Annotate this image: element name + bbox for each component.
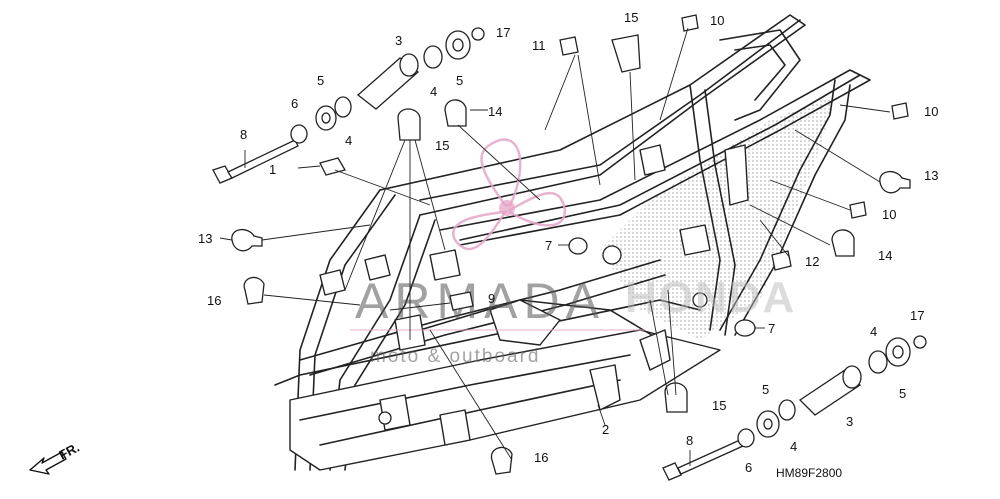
cable-guide-left [397,108,421,141]
callout-5-b: 5 [456,73,463,88]
callout-15-lower: 15 [712,398,726,413]
frame-plug-upper [568,237,588,255]
callout-4-d: 4 [870,324,877,339]
callout-10-top: 10 [710,13,724,28]
callout-16-lower: 16 [534,450,548,465]
callout-15-left: 15 [435,138,449,153]
watermark-propeller-icon [452,138,567,251]
callout-2: 2 [602,422,609,437]
band-clamp-left [231,229,263,252]
callout-11: 11 [532,38,546,53]
watermark-honda: HONDA [625,273,796,322]
bolt-lower [662,462,682,481]
watermark: ARMADA moto & outboard HONDA [350,138,796,367]
lower-right-bushing-assembly [662,335,927,481]
callout-5-c: 5 [762,382,769,397]
callout-16-upper: 16 [207,293,221,308]
bearing-upper-left [334,96,352,118]
cable-clamp-upper [444,99,467,127]
callout-4-b: 4 [430,84,437,99]
clip-12 [771,250,792,271]
callout-6-upper: 6 [291,96,298,111]
callout-10-right: 10 [924,104,938,119]
main-frame [274,14,871,471]
bearing-upper-right [423,45,443,69]
callout-7-lower: 7 [768,321,775,336]
clip-10-top [681,14,699,32]
front-direction-indicator: FR. [29,440,82,475]
front-arrow-icon [29,451,67,475]
callout-15-top: 15 [624,10,638,25]
callout-3-upper: 3 [395,33,402,48]
callout-4-a: 4 [345,133,352,148]
watermark-brand: ARMADA [355,273,605,329]
callout-7-upper: 7 [545,238,552,253]
cap-nut-lower [913,335,927,349]
cable-guide-lower [664,382,688,413]
clip-9 [449,291,474,311]
callout-17-lower: 17 [910,308,924,323]
callout-numbers: 1 2 3 3 4 4 4 4 5 5 5 5 6 6 7 7 8 8 9 10… [198,10,938,475]
bearing-lower-right [868,350,888,374]
clip-1 [319,157,346,176]
callout-6-lower: 6 [745,460,752,475]
cap-nut-upper [471,27,485,41]
callout-1: 1 [269,162,276,177]
frame-shaded-panel [600,95,835,340]
clip-10-right [891,102,909,120]
upper-left-bushing-assembly [212,27,485,184]
callout-3-lower: 3 [846,414,853,429]
clip-10-mid [849,201,867,219]
callout-12: 12 [805,254,819,269]
callout-9: 9 [488,291,495,306]
collar-lower [737,428,755,448]
cable-clamp-right [831,229,855,257]
callout-13-left: 13 [198,231,212,246]
frame-plug-lower [734,319,756,337]
cable-guide-top [611,34,641,73]
callout-5-a: 5 [317,73,324,88]
bearing-lower-left [778,399,796,421]
figure-code: HM89F2800 [776,466,842,480]
callout-5-d: 5 [899,386,906,401]
hose-clamp-lower [490,446,513,475]
band-clamp-right [879,171,911,194]
callout-13-right: 13 [924,168,938,183]
bolt-upper [212,139,299,184]
callout-17-upper: 17 [496,25,510,40]
clip-11 [559,36,579,56]
hose-clamp-upper [243,276,265,305]
callout-4-c: 4 [790,439,797,454]
watermark-subtitle: moto & outboard [370,346,540,367]
callout-14-right: 14 [878,248,892,263]
collar-upper [290,124,308,144]
clamps-and-clips [231,14,911,475]
callout-14-upper: 14 [488,104,502,119]
callout-10-mid: 10 [882,207,896,222]
callout-8-upper: 8 [240,127,247,142]
leader-lines [219,27,891,466]
callout-8-lower: 8 [686,433,693,448]
